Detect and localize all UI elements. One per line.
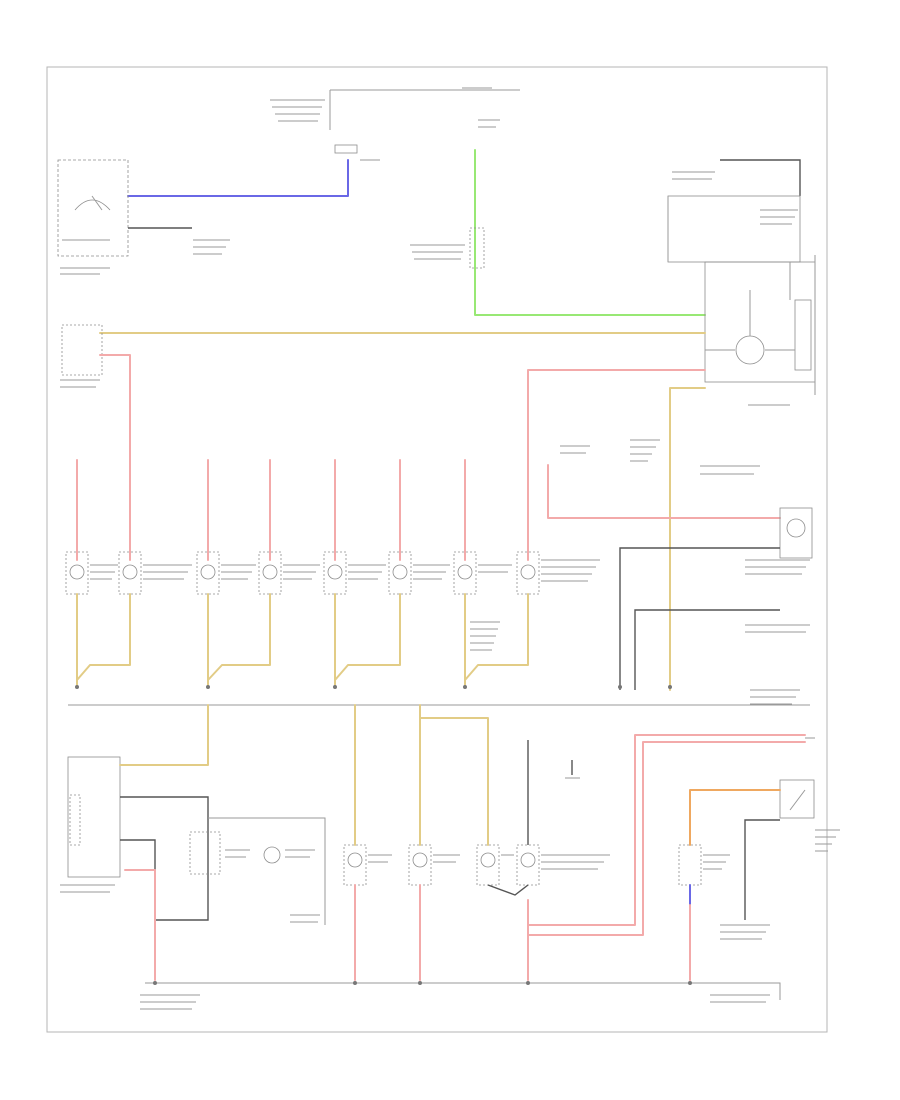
bottom-ground-line xyxy=(145,982,781,1000)
red-feed-left xyxy=(99,354,131,461)
diagram-border xyxy=(46,66,828,1033)
top-section xyxy=(57,87,816,691)
red-feed-right xyxy=(527,369,706,461)
lamp-row xyxy=(65,439,813,690)
green-wire xyxy=(474,149,706,316)
bottom-section xyxy=(60,704,840,1010)
tan-riser-right xyxy=(669,387,706,691)
blue-wire xyxy=(127,159,349,197)
